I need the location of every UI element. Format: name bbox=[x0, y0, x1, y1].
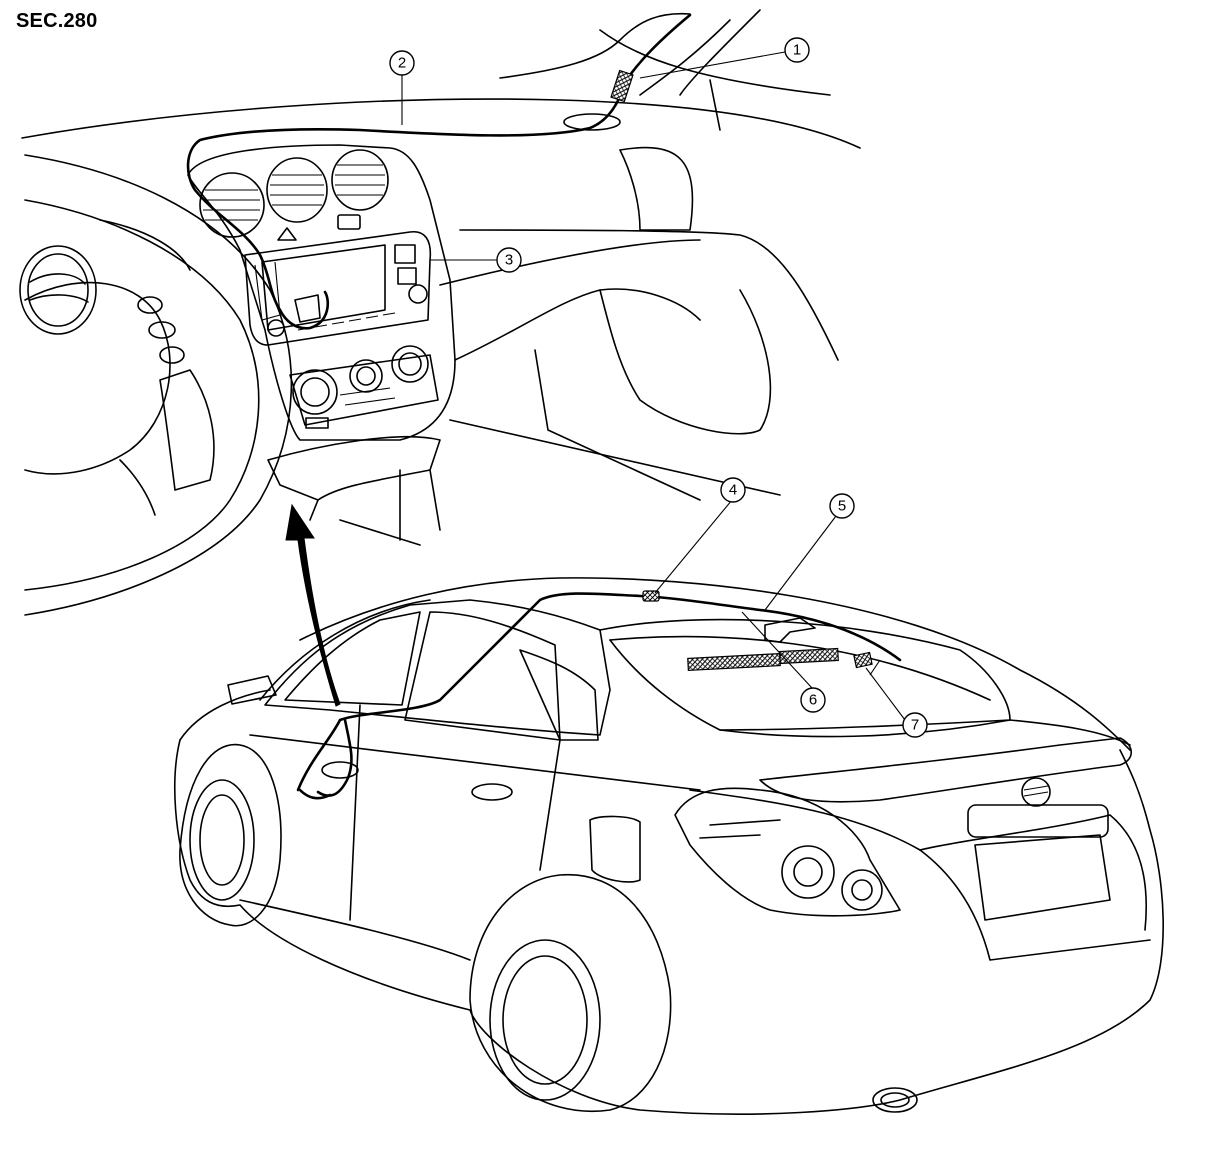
vent-center bbox=[266, 157, 328, 223]
component-6-hatch-left bbox=[687, 652, 781, 672]
callout-2: 2 bbox=[389, 50, 415, 76]
rear-wheel bbox=[469, 873, 672, 1113]
leader-lines bbox=[401, 51, 906, 721]
callout-2-label: 2 bbox=[398, 55, 406, 72]
component-1-hatch bbox=[610, 69, 634, 103]
callout-1-label: 1 bbox=[793, 42, 801, 59]
dashboard-illustration bbox=[19, 9, 861, 616]
sedan-illustration bbox=[174, 577, 1164, 1115]
harness-5 bbox=[296, 592, 902, 792]
callout-3: 3 bbox=[496, 247, 522, 273]
section-label: SEC.280 bbox=[16, 10, 98, 32]
climate-panel bbox=[289, 345, 439, 429]
vent-left bbox=[199, 172, 265, 238]
callout-5: 5 bbox=[829, 493, 855, 519]
license-plate-area bbox=[967, 804, 1109, 838]
steering-wheel bbox=[19, 154, 293, 616]
callout-3-label: 3 bbox=[505, 252, 513, 269]
location-arrow bbox=[285, 503, 341, 707]
component-6-hatch-right bbox=[779, 647, 839, 665]
callout-6: 6 bbox=[800, 687, 826, 713]
vent-right bbox=[331, 149, 389, 211]
audio-display-unit bbox=[244, 231, 432, 346]
callout-7: 7 bbox=[902, 712, 928, 738]
callout-4-label: 4 bbox=[729, 482, 737, 499]
callout-1: 1 bbox=[784, 37, 810, 63]
callout-6-label: 6 bbox=[809, 692, 817, 709]
component-7-hatch bbox=[853, 651, 873, 669]
front-wheel bbox=[179, 743, 282, 927]
callout-5-label: 5 bbox=[838, 498, 846, 515]
callout-4: 4 bbox=[720, 477, 746, 503]
harness-2 bbox=[186, 80, 627, 330]
callout-7-label: 7 bbox=[911, 717, 919, 734]
component-4-hatch bbox=[642, 590, 660, 602]
